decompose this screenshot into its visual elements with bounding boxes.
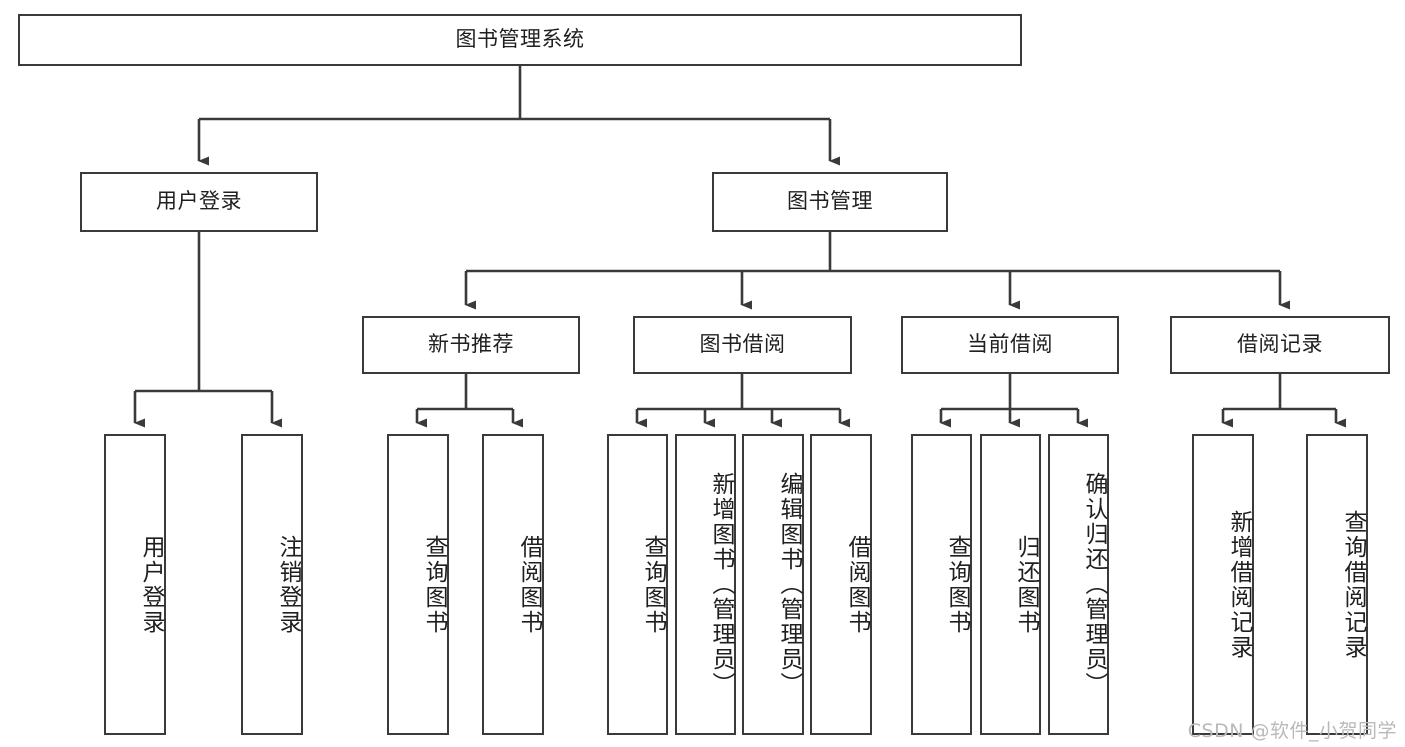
node-leaf-add-book[interactable]: 新增图书（管理员） xyxy=(675,434,736,735)
node-label: 注销登录 xyxy=(275,534,301,635)
node-leaf-borrow-book-1[interactable]: 借阅图书 xyxy=(482,434,544,735)
node-label: 图书管理系统 xyxy=(455,27,585,52)
node-label: 查询图书 xyxy=(640,534,666,635)
node-label: 编辑图书（管理员） xyxy=(776,472,802,697)
node-leaf-edit-book[interactable]: 编辑图书（管理员） xyxy=(742,434,804,735)
node-label: 归还图书 xyxy=(1013,534,1039,635)
node-label: 新书推荐 xyxy=(428,332,514,357)
node-book-manage[interactable]: 图书管理 xyxy=(712,172,948,232)
node-label: 借阅图书 xyxy=(844,534,870,635)
node-current-borrow[interactable]: 当前借阅 xyxy=(901,316,1119,374)
node-label: 确认归还（管理员） xyxy=(1081,472,1107,697)
node-label: 新增图书（管理员） xyxy=(708,472,734,697)
node-label: 借阅图书 xyxy=(516,534,542,635)
node-root[interactable]: 图书管理系统 xyxy=(18,14,1022,66)
node-new-book-rec[interactable]: 新书推荐 xyxy=(362,316,580,374)
node-book-borrow[interactable]: 图书借阅 xyxy=(633,316,852,374)
node-label: 图书借阅 xyxy=(699,332,786,357)
node-leaf-query-record[interactable]: 查询借阅记录 xyxy=(1306,434,1368,735)
node-leaf-query-book-1[interactable]: 查询图书 xyxy=(387,434,449,735)
node-user-login[interactable]: 用户登录 xyxy=(80,172,318,232)
watermark-label: CSDN @软件_小贺同学 xyxy=(1187,720,1397,742)
node-leaf-logout[interactable]: 注销登录 xyxy=(241,434,303,735)
node-label: 新增借阅记录 xyxy=(1226,509,1252,660)
node-label: 查询图书 xyxy=(944,534,970,635)
node-label: 查询图书 xyxy=(421,534,447,635)
node-leaf-query-book-2[interactable]: 查询图书 xyxy=(607,434,668,735)
node-leaf-query-book-3[interactable]: 查询图书 xyxy=(911,434,972,735)
node-leaf-user-login[interactable]: 用户登录 xyxy=(104,434,166,735)
node-label: 用户登录 xyxy=(138,534,164,635)
node-leaf-return-book[interactable]: 归还图书 xyxy=(980,434,1041,735)
node-leaf-borrow-book-2[interactable]: 借阅图书 xyxy=(810,434,872,735)
node-label: 用户登录 xyxy=(156,189,242,214)
node-label: 当前借阅 xyxy=(967,332,1053,357)
node-label: 借阅记录 xyxy=(1237,332,1323,357)
node-label: 图书管理 xyxy=(787,189,873,214)
node-leaf-add-record[interactable]: 新增借阅记录 xyxy=(1192,434,1254,735)
node-label: 查询借阅记录 xyxy=(1340,509,1366,660)
node-borrow-record[interactable]: 借阅记录 xyxy=(1170,316,1390,374)
node-leaf-confirm-return[interactable]: 确认归还（管理员） xyxy=(1048,434,1109,735)
